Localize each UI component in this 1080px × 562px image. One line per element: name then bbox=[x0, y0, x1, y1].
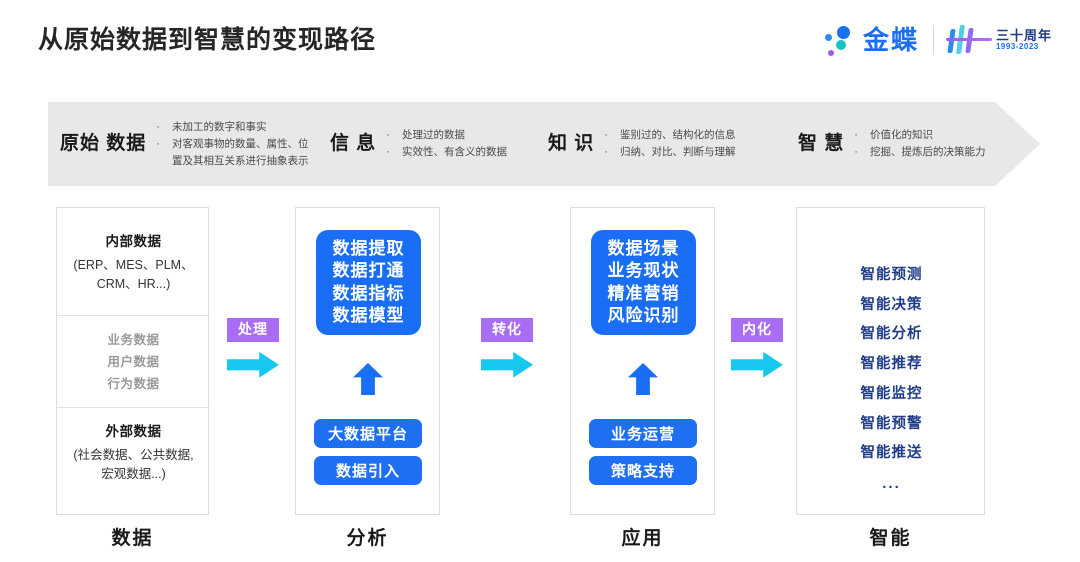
connector-process: 处理 bbox=[227, 318, 279, 379]
connector-label: 转化 bbox=[481, 318, 533, 342]
column-caption-intelligence: 智能 bbox=[869, 528, 912, 549]
list-item: 智能监控 bbox=[860, 385, 923, 402]
banner-bullet: · 实效性、有含义的数据 bbox=[386, 144, 507, 161]
internal-data-title: 内部数据 bbox=[105, 234, 162, 249]
banner-bullet-text: 挖掘、提炼后的决策能力 bbox=[869, 146, 986, 158]
application-button-1[interactable]: 策略支持 bbox=[589, 456, 697, 485]
banner-bullet-text: 处理过的数据 bbox=[401, 128, 465, 141]
anniversary-bar bbox=[945, 38, 992, 41]
middle-data-block: 业务数据 用户数据 行为数据 bbox=[57, 330, 210, 396]
bullet-dot-icon: · bbox=[854, 146, 858, 158]
list-ellipsis: ... bbox=[882, 475, 901, 493]
banner-bullet: · 鉴别过的、结构化的信息 bbox=[604, 127, 735, 144]
list-item: 智能分析 bbox=[860, 326, 923, 343]
divider bbox=[57, 407, 210, 408]
banner-bullet-text: 实效性、有含义的数据 bbox=[401, 146, 507, 158]
middle-data-item: 行为数据 bbox=[107, 376, 160, 391]
logo-dot-purple bbox=[827, 50, 834, 56]
column-caption-application: 应用 bbox=[621, 528, 664, 549]
connector-label: 内化 bbox=[731, 318, 783, 342]
bullet-dot-icon: · bbox=[386, 146, 390, 158]
external-data-title: 外部数据 bbox=[105, 424, 162, 439]
banner-bullet: · 对客观事物的数量、属性、位 置及其相互关系进行抽象表示 bbox=[156, 136, 308, 169]
list-item: 智能推荐 bbox=[860, 356, 923, 373]
bullet-dot-icon: · bbox=[386, 128, 390, 141]
anniversary-label: 三十周年 bbox=[995, 27, 1052, 43]
banner-bullet-text: 未加工的数字和事实 bbox=[171, 121, 267, 134]
list-item: 智能预测 bbox=[860, 267, 923, 283]
bullet-dot-icon: · bbox=[156, 138, 160, 151]
middle-data-item: 用户数据 bbox=[107, 354, 160, 369]
banner-stage-name: 智 慧 bbox=[798, 133, 845, 155]
column-intelligence-box: 智能预测 智能决策 智能分析 智能推荐 智能监控 智能预警 智能推送 ... bbox=[796, 207, 985, 515]
list-item: 智能预警 bbox=[860, 415, 923, 432]
up-arrow-icon-analysis bbox=[353, 363, 383, 395]
banner-stage-information: 信 息 · 处理过的数据 · 实效性、有含义的数据 bbox=[330, 102, 507, 186]
banner-stage-raw-data: 原始 数据 · 未加工的数字和事实 · 对客观事物的数量、属性、位 置及其相互关… bbox=[60, 102, 308, 186]
anniversary-text: 三十周年 1993-2023 bbox=[988, 29, 1052, 51]
right-arrow-icon bbox=[227, 351, 279, 378]
internal-data-sub: (ERP、MES、PLM、 CRM、HR...) bbox=[73, 258, 194, 291]
banner-stage-bullets: · 未加工的数字和事实 · 对客观事物的数量、属性、位 置及其相互关系进行抽象表… bbox=[156, 119, 308, 169]
application-button-0[interactable]: 业务运营 bbox=[589, 419, 697, 448]
banner-bullet-text: 鉴别过的、结构化的信息 bbox=[619, 128, 736, 141]
banner-bullet-text: 归纳、对比、判断与理解 bbox=[619, 146, 736, 158]
analysis-capability-card[interactable]: 数据提取 数据打通 数据指标 数据模型 bbox=[316, 230, 421, 335]
column-analysis-box: 数据提取 数据打通 数据指标 数据模型 大数据平台 数据引入 bbox=[295, 207, 440, 515]
analysis-button-1[interactable]: 数据引入 bbox=[314, 456, 422, 485]
column-application-box: 数据场景 业务现状 精准营销 风险识别 业务运营 策略支持 bbox=[570, 207, 715, 515]
banner-bullet: · 处理过的数据 bbox=[386, 127, 507, 144]
banner-stage-name: 信 息 bbox=[330, 133, 377, 155]
banner-stage-bullets: · 价值化的知识 · 挖掘、提炼后的决策能力 bbox=[854, 127, 985, 161]
analysis-button-0[interactable]: 大数据平台 bbox=[314, 419, 422, 448]
banner-bullet: · 未加工的数字和事实 bbox=[156, 119, 308, 136]
banner-stage-name: 知 识 bbox=[548, 133, 595, 155]
kingdee-dots-icon bbox=[823, 24, 857, 56]
banner-stage-bullets: · 鉴别过的、结构化的信息 · 归纳、对比、判断与理解 bbox=[604, 127, 735, 161]
connector-label: 处理 bbox=[227, 318, 279, 342]
external-data-sub: (社会数据、公共数据, 宏观数据...) bbox=[73, 448, 194, 481]
connector-internalize: 内化 bbox=[731, 318, 783, 379]
logo-dot-teal bbox=[835, 40, 846, 50]
banner-bullet-text: 对客观事物的数量、属性、位 置及其相互关系进行抽象表示 bbox=[171, 138, 309, 167]
bullet-dot-icon: · bbox=[604, 128, 608, 141]
anniversary-badge: 三十周年 1993-2023 bbox=[945, 24, 1052, 56]
bullet-dot-icon: · bbox=[604, 146, 608, 158]
banner-stage-knowledge: 知 识 · 鉴别过的、结构化的信息 · 归纳、对比、判断与理解 bbox=[548, 102, 735, 186]
stage-banner-arrow: 原始 数据 · 未加工的数字和事实 · 对客观事物的数量、属性、位 置及其相互关… bbox=[48, 102, 1040, 186]
bullet-dot-icon: · bbox=[156, 121, 160, 134]
banner-bullet: · 价值化的知识 bbox=[854, 127, 985, 144]
bullet-dot-icon: · bbox=[854, 128, 858, 141]
column-data-box: 内部数据 (ERP、MES、PLM、 CRM、HR...) 业务数据 用户数据 … bbox=[56, 207, 210, 515]
application-capability-card[interactable]: 数据场景 业务现状 精准营销 风险识别 bbox=[591, 230, 696, 335]
banner-stage-bullets: · 处理过的数据 · 实效性、有含义的数据 bbox=[386, 127, 507, 161]
logo-divider bbox=[932, 25, 934, 55]
column-caption-analysis: 分析 bbox=[346, 528, 389, 549]
list-item: 智能决策 bbox=[860, 296, 923, 313]
brand-name: 金蝶 bbox=[862, 25, 919, 55]
up-arrow-icon-application bbox=[628, 363, 658, 395]
page-title: 从原始数据到智慧的变现路径 bbox=[38, 26, 377, 54]
right-arrow-icon bbox=[731, 351, 783, 378]
brand-logo: 金蝶 三十周年 1993-2023 bbox=[823, 20, 1052, 60]
anniversary-mark-icon bbox=[945, 24, 992, 56]
banner-stage-wisdom: 智 慧 · 价值化的知识 · 挖掘、提炼后的决策能力 bbox=[798, 102, 985, 186]
divider bbox=[57, 315, 210, 316]
anniversary-stroke-1 bbox=[947, 29, 956, 53]
right-arrow-icon bbox=[481, 351, 533, 378]
internal-data-block: 内部数据 (ERP、MES、PLM、 CRM、HR...) bbox=[57, 230, 210, 294]
anniversary-years: 1993-2023 bbox=[995, 41, 1039, 51]
middle-data-item: 业务数据 bbox=[107, 333, 160, 347]
banner-bullet: · 挖掘、提炼后的决策能力 bbox=[854, 144, 985, 161]
banner-bullet-text: 价值化的知识 bbox=[869, 128, 933, 141]
logo-dot-blue-large bbox=[836, 26, 850, 39]
list-item: 智能推送 bbox=[860, 445, 923, 462]
connector-transform: 转化 bbox=[481, 318, 533, 379]
banner-bullet: · 归纳、对比、判断与理解 bbox=[604, 144, 735, 161]
intelligence-list: 智能预测 智能决策 智能分析 智能推荐 智能监控 智能预警 智能推送 ... bbox=[797, 261, 986, 499]
external-data-block: 外部数据 (社会数据、公共数据, 宏观数据...) bbox=[57, 420, 210, 484]
banner-stage-name: 原始 数据 bbox=[60, 133, 147, 155]
column-caption-data: 数据 bbox=[111, 528, 154, 549]
logo-dot-blue-small bbox=[824, 34, 832, 41]
